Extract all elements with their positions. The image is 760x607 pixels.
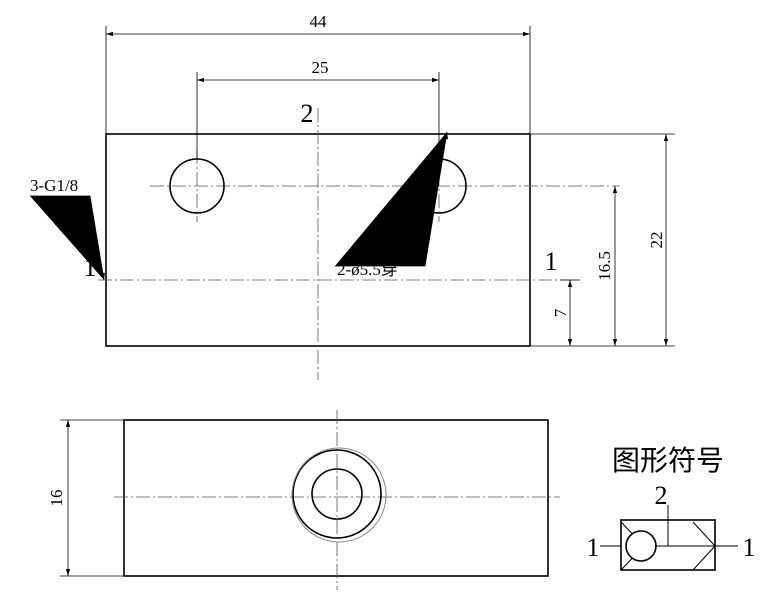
symbol-shuttle-ball <box>625 530 657 562</box>
thread-leader-line <box>30 195 105 281</box>
dimension-hole-spacing-label: 25 <box>312 58 329 77</box>
symbol-port-1-left-label: 1 <box>587 533 600 562</box>
port-counterbore-outer <box>292 449 382 539</box>
front-view: 44 25 2 1 1 3-G1/8 2-ø5.5穿 22 16.5 7 <box>30 12 675 380</box>
hole-callout: 2-ø5.5穿 <box>337 260 398 279</box>
dimension-thickness-label: 16 <box>47 490 66 507</box>
symbol-port-1-right-label: 1 <box>743 533 756 562</box>
thread-callout: 3-G1/8 <box>30 176 78 195</box>
port-1-right-label: 1 <box>545 247 558 276</box>
port-2-label: 2 <box>301 99 314 128</box>
bottom-view-outline <box>123 419 549 577</box>
dimension-height-label: 22 <box>647 232 666 249</box>
port-bore-inner <box>311 468 363 520</box>
symbol-right-seat <box>692 521 716 571</box>
dimension-width-label: 44 <box>310 12 328 31</box>
graphic-symbol: 图形符号 2 1 1 <box>587 444 756 571</box>
graphic-symbol-title: 图形符号 <box>612 444 724 477</box>
bottom-view: 16 <box>47 410 560 590</box>
symbol-port-2-label: 2 <box>655 481 668 510</box>
port-counterbore-edge <box>291 447 387 543</box>
dimension-port-height-label: 16.5 <box>595 251 614 281</box>
hole-leader-line <box>335 131 448 267</box>
dimension-centerline-height-label: 7 <box>551 308 570 317</box>
